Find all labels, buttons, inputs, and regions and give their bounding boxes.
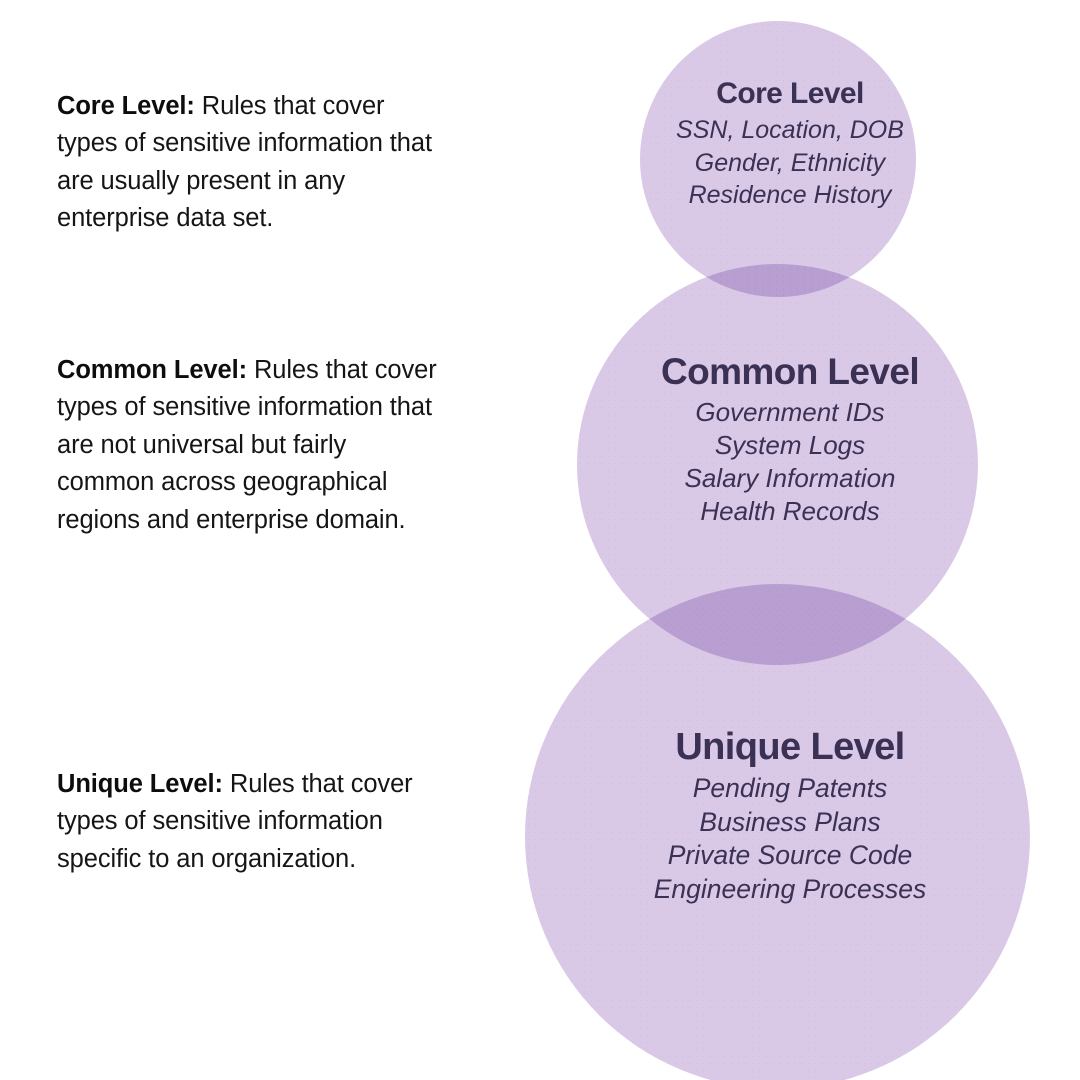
description-common-level: Common Level: Rules that cover types of … <box>57 352 449 540</box>
circle-core-level <box>640 21 916 297</box>
description-lead-core: Core Level: <box>57 91 195 120</box>
circle-unique-level <box>525 584 1030 1080</box>
description-body-unique: Rules that cover types of sensitive info… <box>57 769 413 873</box>
description-body-core: Rules that cover types of sensitive info… <box>57 91 432 233</box>
description-lead-unique: Unique Level: <box>57 769 223 798</box>
venn-circle-shapes <box>500 0 1080 1080</box>
venn-diagram: Core Level SSN, Location, DOB Gender, Et… <box>500 0 1080 1080</box>
description-lead-common: Common Level: <box>57 355 247 384</box>
description-core-level: Core Level: Rules that cover types of se… <box>57 88 449 238</box>
description-body-common: Rules that cover types of sensitive info… <box>57 355 437 534</box>
descriptions-column: Core Level: Rules that cover types of se… <box>57 0 457 1080</box>
description-unique-level: Unique Level: Rules that cover types of … <box>57 766 449 879</box>
